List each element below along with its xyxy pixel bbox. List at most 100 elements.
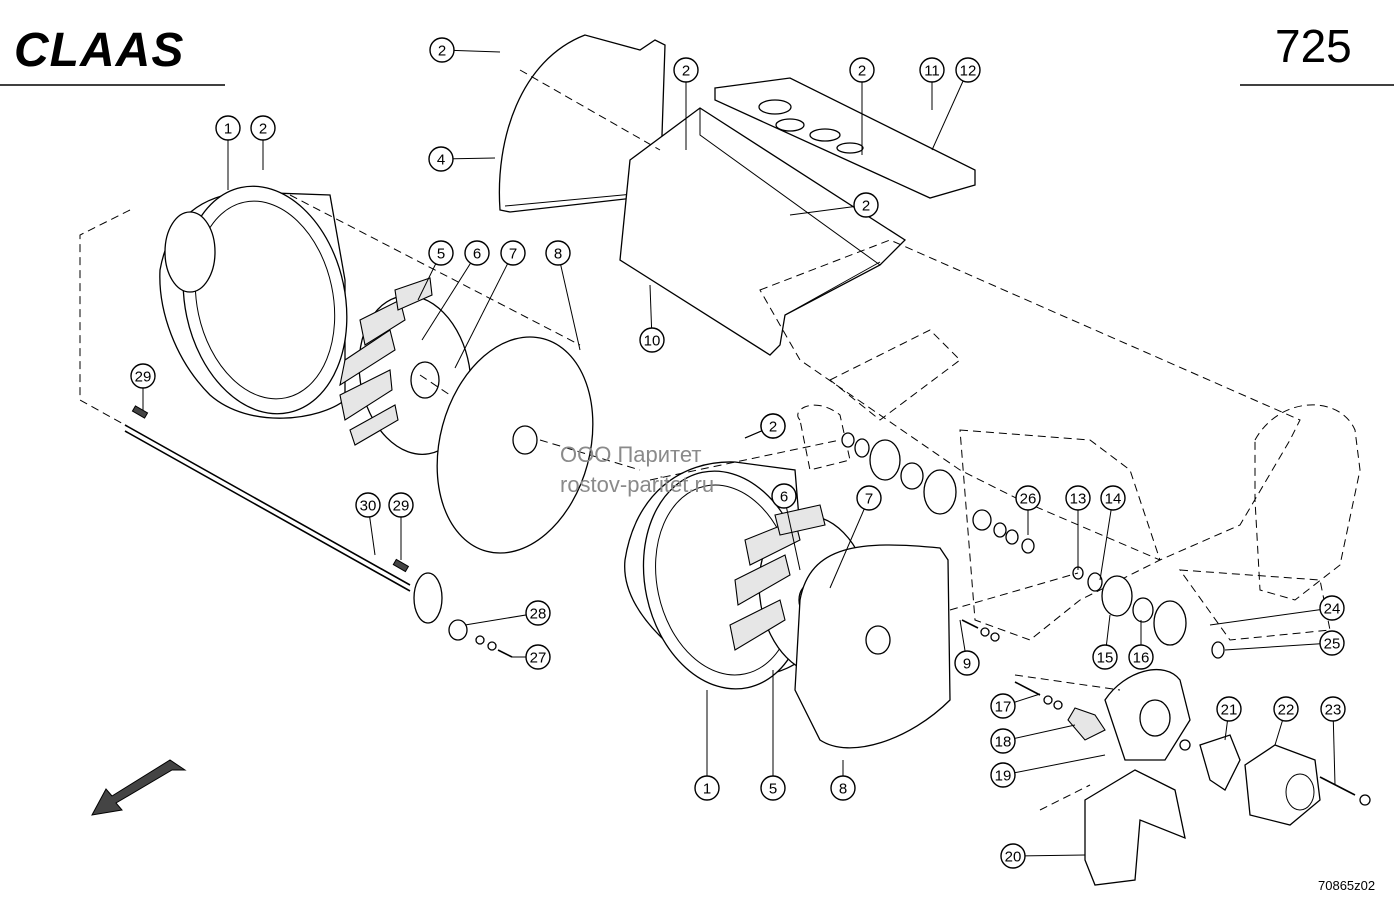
bearing-16	[1132, 597, 1154, 623]
callout-label: 6	[780, 489, 788, 506]
frame-lower	[959, 429, 1161, 641]
callout-circle	[919, 57, 945, 83]
callout-circle	[1000, 843, 1026, 869]
axis-line	[1014, 674, 1121, 691]
callout-label: 19	[995, 768, 1012, 785]
callout-leader	[931, 69, 969, 151]
callout-leader	[454, 252, 514, 369]
callout-label: 14	[1105, 491, 1122, 508]
callout-label: 18	[995, 734, 1012, 751]
callout-label: 2	[259, 121, 267, 138]
callout-circle	[250, 115, 276, 141]
washer	[980, 627, 990, 637]
blade	[349, 404, 399, 446]
callout-label: 5	[769, 781, 777, 798]
callout-circle	[673, 57, 699, 83]
callout-circle	[525, 644, 551, 670]
callout-label: 6	[473, 246, 481, 263]
callout-circle	[525, 600, 551, 626]
callout-circle	[990, 728, 1016, 754]
plate-hole	[775, 118, 805, 132]
callout-circle	[464, 240, 490, 266]
flange-15	[1101, 575, 1133, 617]
impeller-hub-left	[410, 361, 440, 399]
callout-circle	[355, 492, 381, 518]
axis-line	[649, 439, 841, 481]
callout-circle	[130, 363, 156, 389]
shaft-30-edge	[124, 430, 411, 592]
callout-label: 1	[224, 121, 232, 138]
callout-label: 5	[437, 246, 445, 263]
callout-label: 13	[1070, 491, 1087, 508]
housing-inlet-left	[164, 211, 216, 293]
cover-4	[498, 34, 666, 213]
callout-circle	[990, 762, 1016, 788]
callout-leader	[1099, 497, 1114, 581]
callout-label: 15	[1097, 650, 1114, 667]
housing-flange-left	[182, 185, 348, 415]
axis-line	[419, 374, 451, 396]
callout-circle	[853, 192, 879, 218]
bracket-hole	[1139, 699, 1171, 737]
callout-label: 29	[393, 498, 410, 515]
bushing-28	[448, 619, 468, 641]
callout-circle	[1273, 696, 1299, 722]
callout-label: 20	[1005, 849, 1022, 866]
bearing	[900, 462, 924, 490]
callout-circle	[428, 146, 454, 172]
callout-label: 27	[530, 650, 547, 667]
cover-10-fold	[784, 261, 881, 316]
washer	[990, 632, 1000, 642]
callout-circle	[215, 115, 241, 141]
blade	[339, 369, 393, 421]
callout-leader	[829, 497, 870, 589]
bolt-23	[1319, 776, 1356, 796]
callout-label: 21	[1221, 702, 1238, 719]
callout-leader	[1224, 642, 1333, 651]
axis-line	[1039, 784, 1091, 811]
callout-label: 2	[769, 419, 777, 436]
callout-leader	[1209, 607, 1333, 626]
ring	[1005, 529, 1019, 545]
guard-20	[1084, 769, 1186, 886]
callout-circle	[954, 650, 980, 676]
callout-label: 4	[437, 152, 445, 169]
callout-label: 23	[1325, 702, 1342, 719]
callout-label: 16	[1133, 650, 1150, 667]
callout-label: 24	[1324, 601, 1341, 618]
bolt-9	[961, 619, 979, 629]
callout-label: 28	[530, 606, 547, 623]
callout-leader	[421, 252, 478, 341]
cover-10-fold	[699, 108, 881, 266]
blade	[359, 299, 406, 346]
callout-leader	[1002, 754, 1106, 776]
callout-circle	[1216, 696, 1242, 722]
callout-circle	[990, 693, 1016, 719]
callout-circle	[830, 775, 856, 801]
blade	[734, 554, 791, 606]
axis-line	[539, 439, 641, 471]
ring	[993, 522, 1007, 538]
callout-label: 1	[703, 781, 711, 798]
frame-outline	[759, 239, 1301, 561]
callout-circle	[849, 57, 875, 83]
seal	[841, 432, 855, 448]
callout-label: 10	[644, 333, 661, 350]
blade	[339, 329, 396, 387]
key-29	[131, 405, 149, 419]
pump-port	[1285, 773, 1315, 811]
washer	[475, 635, 485, 645]
direction-arrow-icon	[91, 759, 187, 816]
callout-circle	[760, 413, 786, 439]
bearing-flange	[869, 439, 901, 481]
callout-label: 2	[858, 63, 866, 80]
washer	[1359, 794, 1371, 806]
plate-hole	[809, 128, 841, 142]
flange	[1153, 600, 1187, 646]
callout-circle	[1319, 630, 1345, 656]
callout-circle	[955, 57, 981, 83]
callout-label: 2	[682, 63, 690, 80]
frame-detail	[829, 329, 961, 421]
callout-circle	[428, 240, 454, 266]
